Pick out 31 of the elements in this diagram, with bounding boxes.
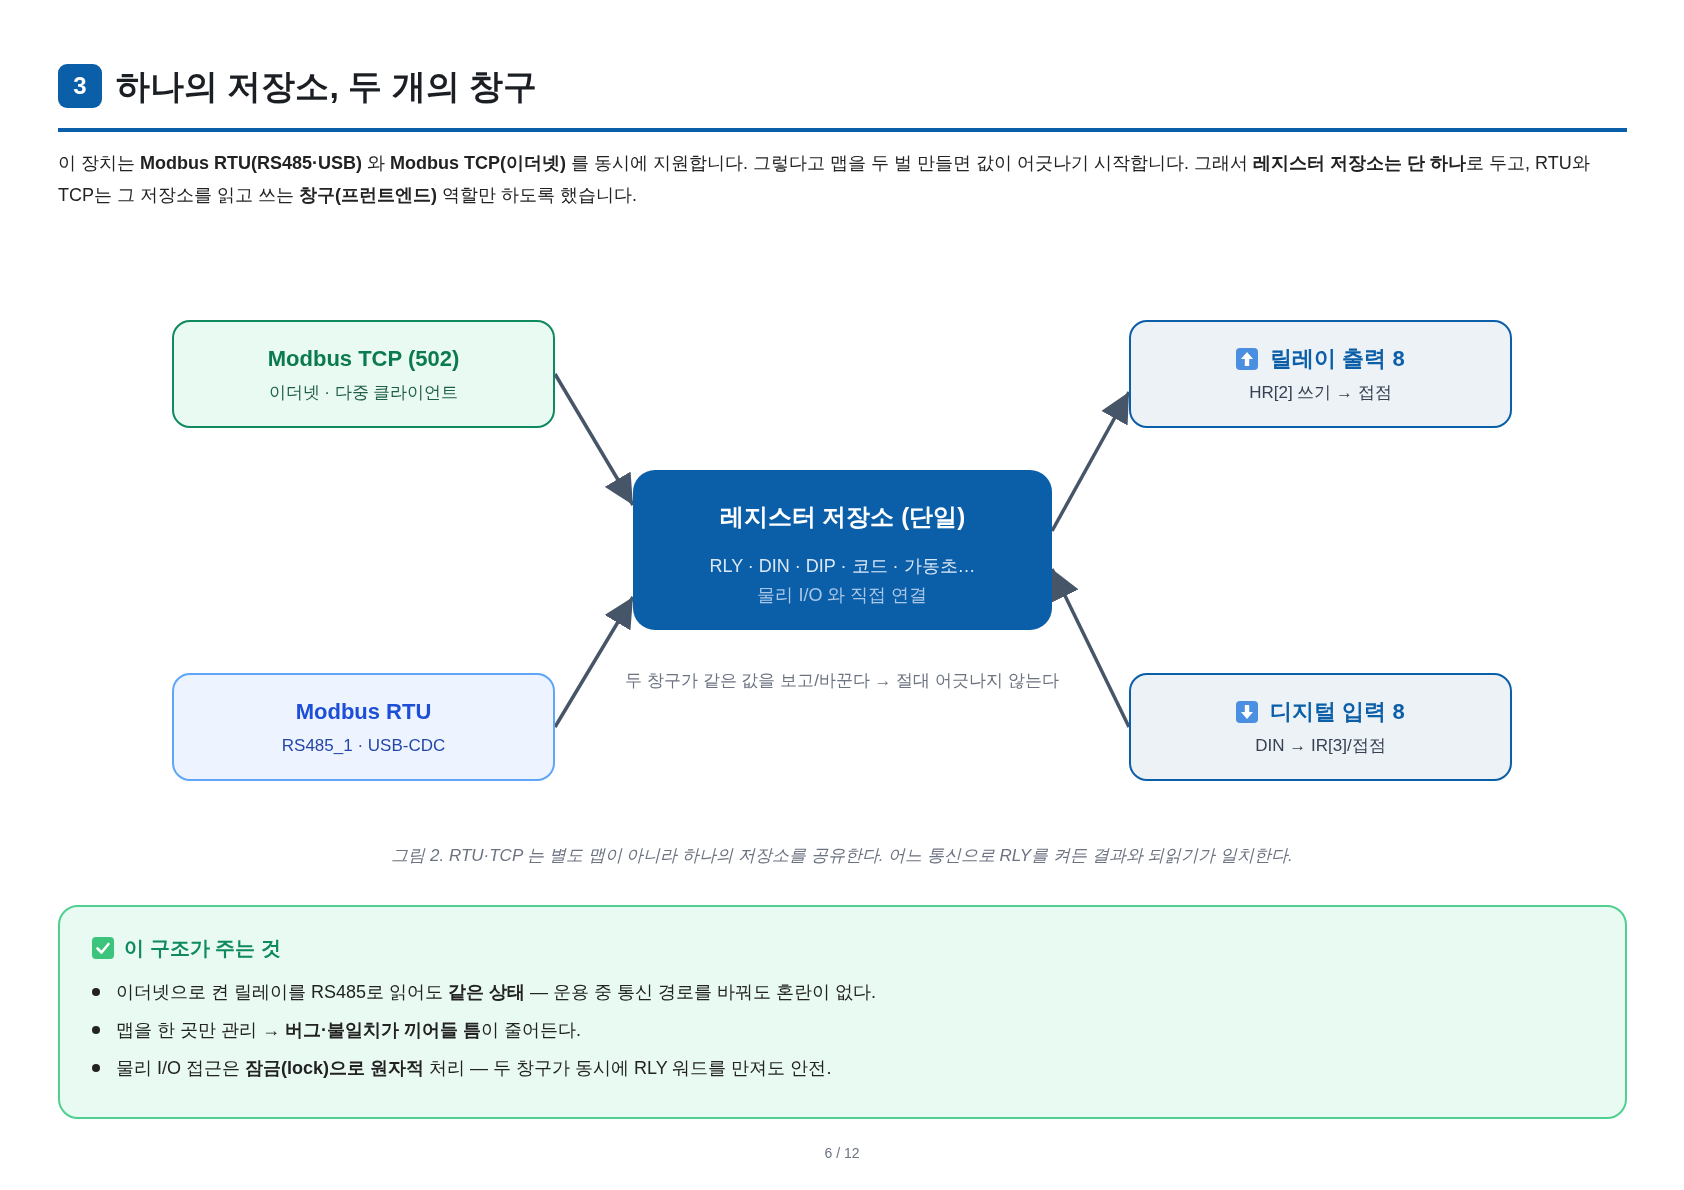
section-title: 하나의 저장소, 두 개의 창구 [116, 66, 538, 107]
figure-caption: 그림 2. RTU·TCP 는 별도 맵이 아니라 하나의 저장소를 공유한다. 어느 통신으로 RLY를 켜든 결과와 되읽기가 일치한다. [391, 845, 1293, 867]
io-box [1129, 320, 1512, 428]
arrow [553, 596, 635, 728]
box-subtitle: 물리 I/O 와 직접 연결 [757, 584, 928, 607]
box-subtitle: RS485_1 · USB-CDC [281, 734, 446, 757]
box-title: Modbus RTU [295, 697, 432, 726]
io-box [1129, 673, 1512, 781]
box-title: 릴레이 출력 8 [1270, 344, 1405, 373]
box-subtitle: RLY · DIN · DIP · 코드 · 가동초… [709, 555, 976, 578]
register-store-box [633, 470, 1052, 630]
box-title: 이 구조가 주는 것 [124, 936, 281, 961]
box-subtitle: DIN → IR[3]/접점 [1255, 734, 1386, 757]
arrow [1050, 391, 1131, 532]
note-text: 두 창구가 같은 값을 보고/바꾼다 → 절대 어긋나지 않는다 [625, 670, 1059, 692]
arrow [553, 373, 635, 506]
arrow [1050, 568, 1131, 728]
box-title: 레지스터 저장소 (단일) [719, 502, 966, 532]
box-subtitle: HR[2] 쓰기 → 접점 [1249, 381, 1392, 404]
box-title: Modbus TCP (502) [267, 344, 460, 373]
protocol-box [172, 673, 555, 781]
number-badge: 3 [58, 64, 102, 108]
bullet-text: 이더넷으로 켠 릴레이를 RS485로 읽어도 같은 상태 — 운용 중 통신 경로를 바꿔도 혼란이 없다. [116, 981, 877, 1004]
bullet-text: 물리 I/O 접근은 잠금(lock)으로 원자적 처리 — 두 창구가 동시에 RLY 워드를 만져도 안전. [116, 1057, 832, 1080]
summary-box [58, 905, 1627, 1119]
box-subtitle: 이더넷 · 다중 클라이언트 [268, 381, 459, 404]
protocol-box [172, 320, 555, 428]
bullet-text: 맵을 한 곳만 관리 → 버그·불일치가 끼어들 틈이 줄어든다. [116, 1019, 582, 1042]
box-title: 디지털 입력 8 [1270, 697, 1405, 726]
intro-paragraph: 이 장치는 Modbus RTU(RS485·USB) 와 Modbus TCP(이더넷) 를 동시에 지원합니다. 그렇다고 맵을 두 벌 만들면 값이 어긋나기 시작합니다. 그래서 레지스터 저장소는 단 하나로 두고, RTU와 TCP는 그 저장소를 읽고 쓰는 창구(프런트엔드) 역할만 하도록 했습니다. [58, 152, 1591, 207]
page-number: 6 / 12 [824, 1144, 860, 1162]
